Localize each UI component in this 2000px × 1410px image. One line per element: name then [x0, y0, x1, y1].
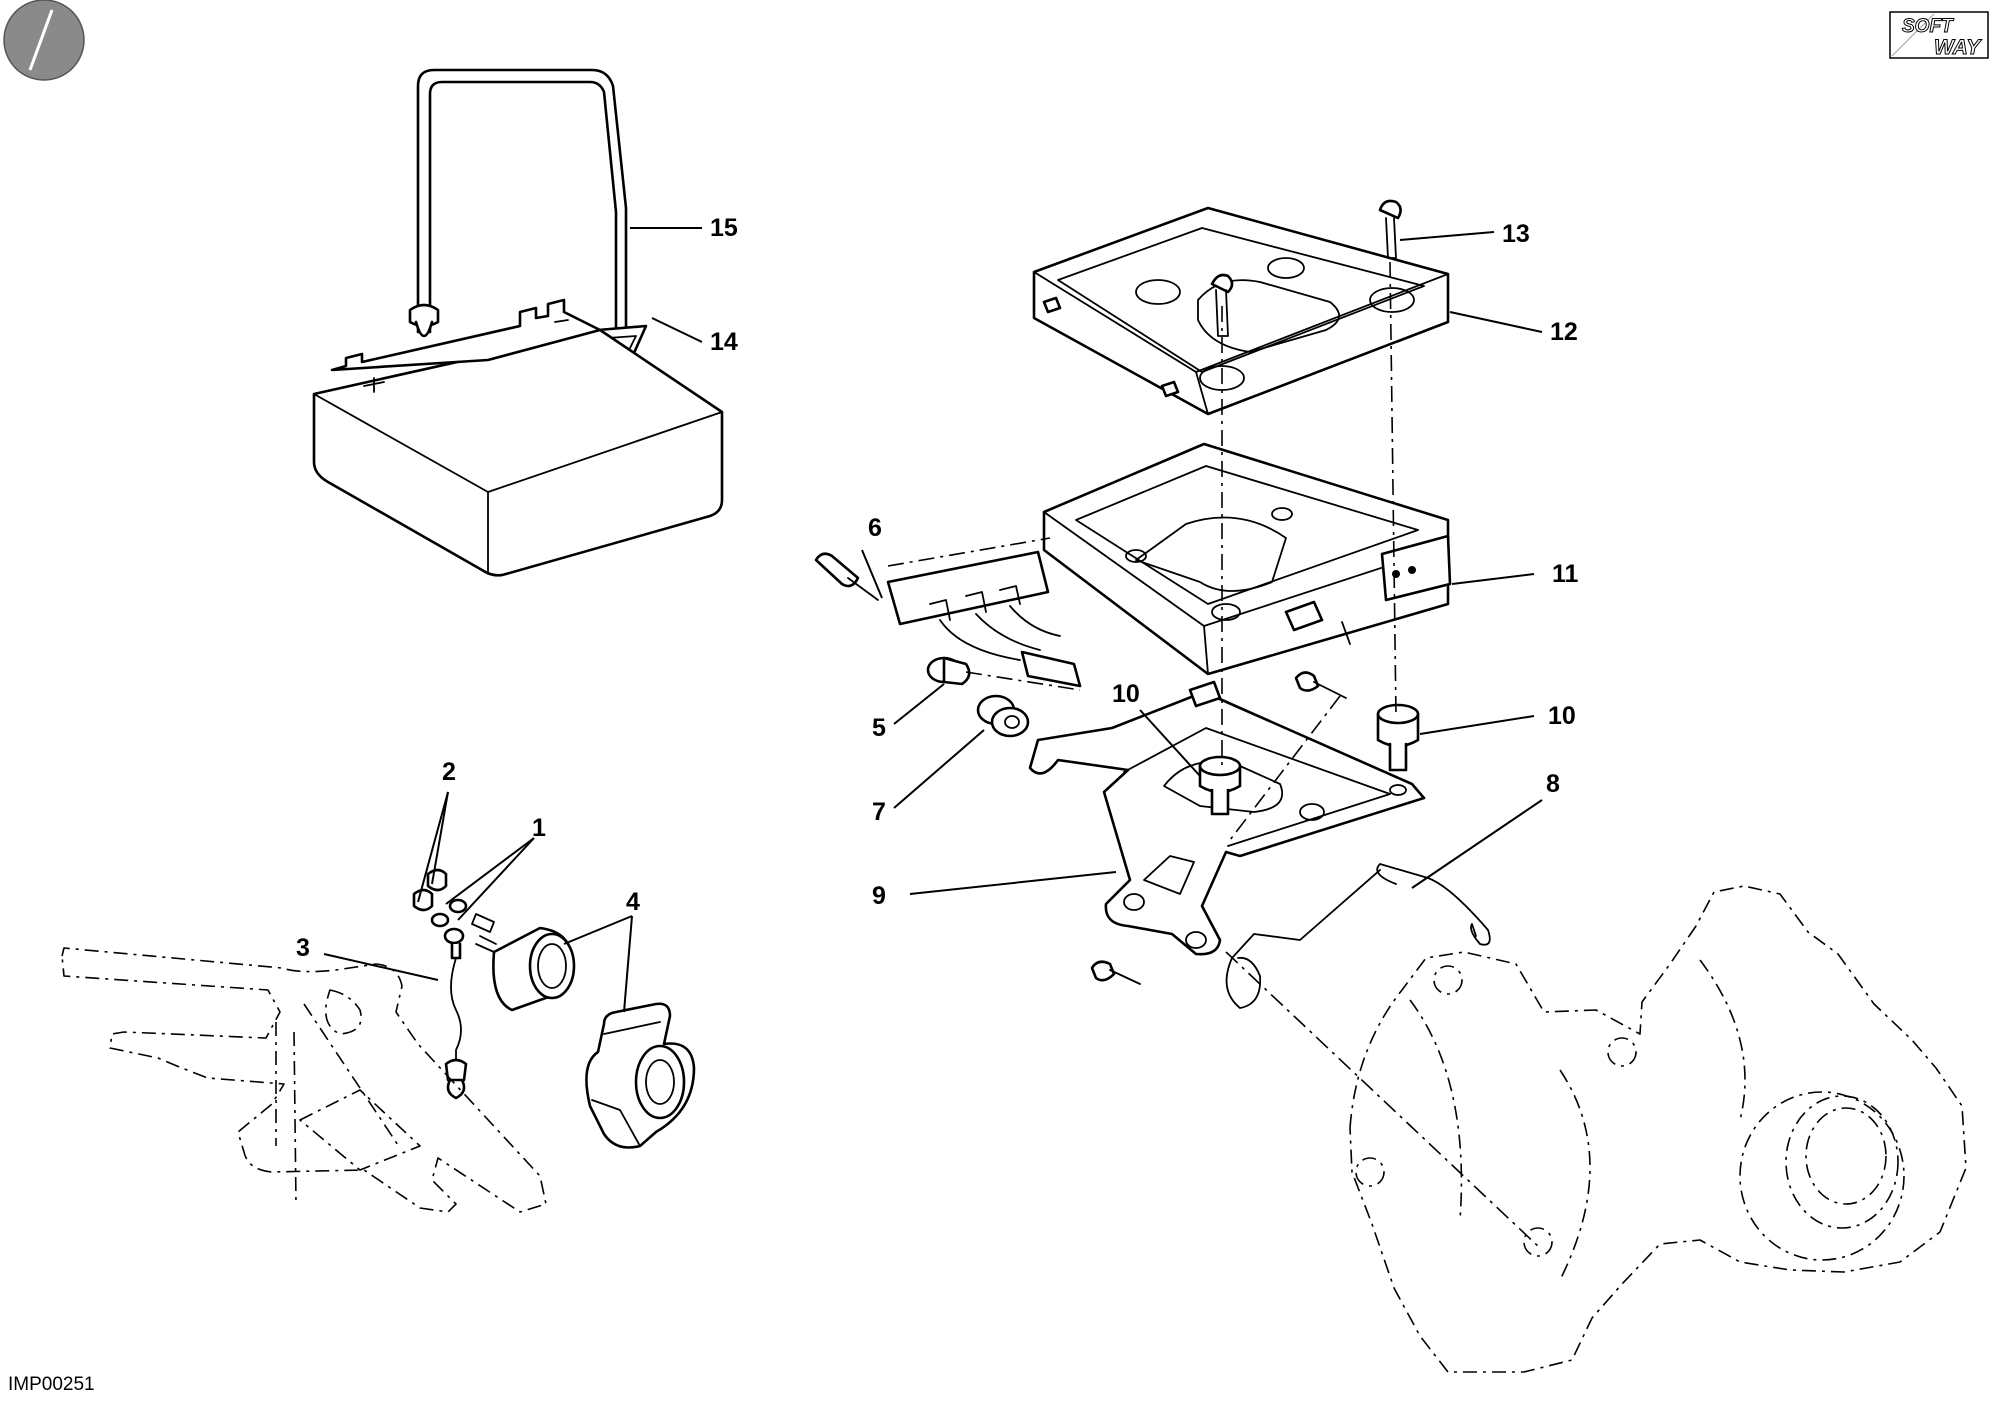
- battery-box-11: [1042, 442, 1452, 676]
- callout-11: 11: [1552, 560, 1579, 588]
- callout-6: 6: [868, 514, 882, 542]
- frame-outline-ghost: [61, 947, 547, 1213]
- callout-15: 15: [710, 214, 738, 242]
- relay-holder-4: [585, 1002, 696, 1149]
- callout-12: 12: [1550, 318, 1578, 346]
- callout-13: 13: [1502, 220, 1530, 248]
- callout-10-left: 10: [1112, 680, 1140, 708]
- battery-cover-12: [1032, 206, 1450, 416]
- battery: [312, 298, 724, 577]
- rubber-mount-10-left: [1198, 755, 1242, 816]
- screw-13-right: [1378, 199, 1402, 259]
- corner-logo: [3, 0, 85, 81]
- assembly-axes: [887, 261, 1541, 1249]
- grommet-7: [976, 694, 1030, 738]
- drawing-code: IMP00251: [8, 1374, 95, 1395]
- brand-line-1: SOFT: [1902, 16, 1954, 37]
- brand-line-2: WAY: [1934, 36, 1982, 59]
- screw-6: [814, 552, 879, 601]
- engine-outline-ghost: [1349, 885, 1967, 1373]
- bushing-5: [926, 656, 971, 686]
- callout-1: 1: [532, 814, 546, 842]
- relay-4: [475, 926, 576, 1012]
- screw-13-left: [1210, 273, 1234, 337]
- bracket-screw-upper: [1294, 671, 1347, 699]
- rubber-mount-10-right: [1376, 703, 1420, 772]
- nut-2: [412, 868, 448, 912]
- callout-7: 7: [872, 798, 886, 826]
- support-bracket-9: [1028, 680, 1426, 956]
- callout-3: 3: [296, 934, 310, 962]
- callout-8: 8: [1546, 770, 1560, 798]
- softway-logo: SOFT WAY: [1889, 11, 1989, 60]
- callout-9: 9: [872, 882, 886, 910]
- cable-3: [443, 927, 468, 1100]
- callout-5: 5: [872, 714, 886, 742]
- callout-labels: 15 14 13 12 11 10 10 8 9 7 5 6 4 3 2 1: [296, 214, 1579, 962]
- spring-8: [1225, 863, 1491, 1009]
- callout-10-right: 10: [1548, 702, 1576, 730]
- callout-14: 14: [710, 328, 738, 356]
- leader-lines: [323, 227, 1543, 1013]
- connector-block: [886, 550, 1082, 688]
- callout-4: 4: [626, 888, 640, 916]
- callout-2: 2: [442, 758, 456, 786]
- bracket-screw-lower: [1090, 960, 1141, 985]
- washer-1: [430, 898, 495, 933]
